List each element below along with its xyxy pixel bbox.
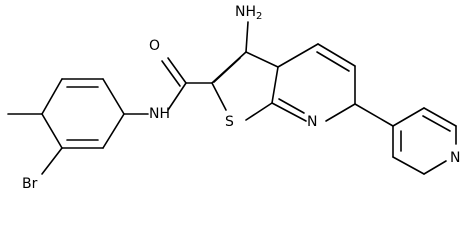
- bond-py-c4-c5: [317, 43, 356, 67]
- bond-aryl-6: [102, 113, 125, 149]
- atom-labels: NH2 O NH S N N Br: [22, 4, 460, 190]
- bond-pyridyl-5: [392, 156, 425, 175]
- bond-aryl-4: [41, 113, 63, 149]
- bond-py-c6-n: [325, 103, 356, 122]
- pyridyl-nitrogen-label: N: [450, 150, 460, 166]
- amino-nh-label: NH: [235, 4, 256, 20]
- pyridine-nitrogen-label: N: [307, 114, 317, 130]
- bond-thio-c3a-c3: [245, 51, 279, 68]
- bond-pyridyl-1: [392, 107, 425, 127]
- bond-aryl-1: [102, 78, 125, 115]
- bond-aryl-3: [41, 78, 63, 115]
- amide-nitrogen-label: NH: [149, 106, 170, 122]
- bond-carbonyl-o-double: [161, 60, 181, 87]
- bond-carbonyl-o: [167, 57, 187, 84]
- bond-thio-c2-s: [211, 82, 227, 111]
- bond-thio-s-c7a: [245, 102, 273, 121]
- bond-thio-c3-c2-double: [213, 57, 241, 83]
- bond-carbonyl-n: [167, 82, 187, 111]
- bond-thio-c7a-c3a: [271, 66, 279, 104]
- bond-c3-nh2: [245, 21, 249, 53]
- bond-pyridyl-2: [423, 107, 457, 127]
- bond-bromine: [41, 147, 63, 175]
- amino-subscript-label: 2: [256, 11, 262, 22]
- bond-pyridyl-link: [354, 103, 394, 127]
- bromine-atom-label: Br: [22, 176, 38, 190]
- bond-py-n-c7a: [271, 102, 307, 122]
- amide-h-label: H: [159, 106, 170, 122]
- bond-py-c4-c5-double: [316, 51, 350, 72]
- bond-lines: [7, 21, 457, 175]
- amide-n-label: N: [149, 106, 159, 122]
- bond-py-n-c7a-double: [278, 98, 305, 114]
- bond-pyridyl-2-double: [422, 115, 451, 132]
- amino-group-label: NH2: [235, 4, 262, 22]
- chemical-structure-diagram: NH2 O NH S N N Br: [7, 4, 460, 190]
- bond-py-c3a-c4: [277, 43, 319, 68]
- oxygen-atom-label: O: [149, 38, 160, 54]
- bond-pyridyl-4: [423, 160, 447, 175]
- sulfur-atom-label: S: [225, 114, 234, 130]
